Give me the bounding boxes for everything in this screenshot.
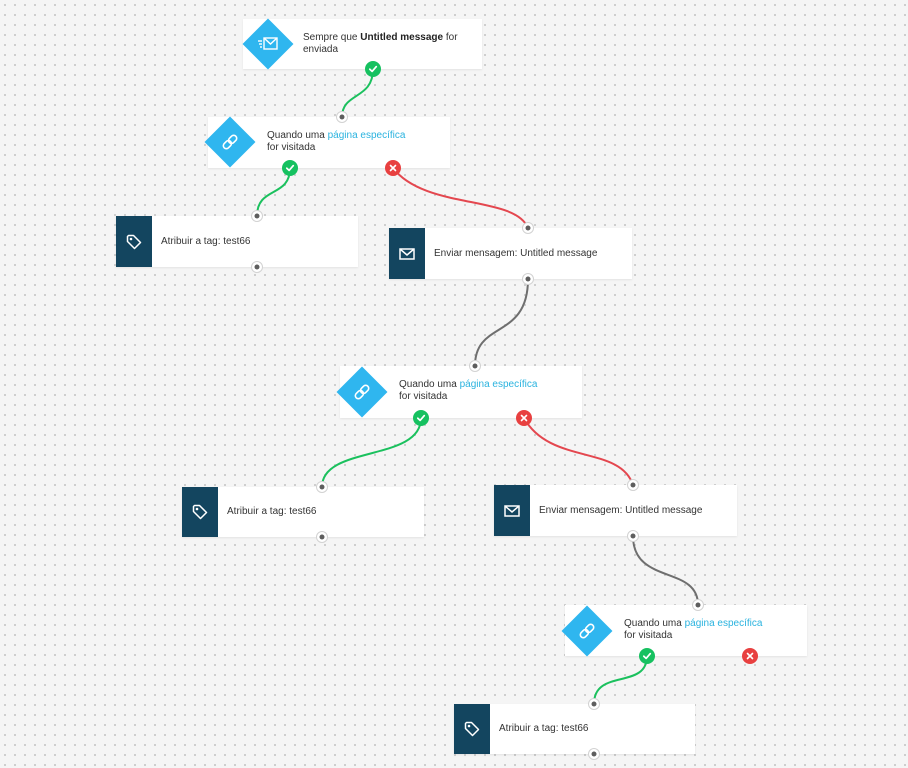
connector-message-1-to-condition-2 [474, 278, 529, 367]
connector-condition-2-no [523, 417, 634, 486]
envelope-icon [399, 247, 415, 260]
action-icon-badge [494, 485, 530, 536]
condition-prefix: Quando uma [399, 379, 457, 390]
action-label: Enviar mensagem: Untitled message [539, 504, 703, 516]
action-icon-badge [454, 704, 490, 754]
connection-port[interactable] [692, 599, 704, 611]
condition-icon-badge [561, 605, 613, 657]
action-node-send-message-1[interactable]: Enviar mensagem: Untitled message [389, 228, 632, 279]
connection-port[interactable] [316, 531, 328, 543]
link-icon [354, 384, 370, 400]
action-label: Enviar mensagem: Untitled message [434, 247, 598, 259]
connection-port[interactable] [522, 222, 534, 234]
condition-node-1[interactable]: Quando uma página específica for visitad… [204, 116, 450, 168]
link-icon [579, 623, 595, 639]
action-icon-badge [389, 228, 425, 279]
action-node-tag-1[interactable]: Atribuir a tag: test66 [116, 216, 358, 267]
connection-port[interactable] [627, 530, 639, 542]
connection-port[interactable] [251, 210, 263, 222]
action-node-tag-2[interactable]: Atribuir a tag: test66 [182, 487, 424, 537]
trigger-icon-badge [242, 18, 294, 70]
action-label: Atribuir a tag: test66 [499, 723, 589, 734]
tag-icon [192, 504, 208, 520]
condition-suffix: for visitada [267, 142, 316, 153]
trigger-prefix: Sempre que [303, 32, 358, 43]
condition-text: Quando uma página específica for visitad… [624, 618, 774, 642]
trigger-suffix: for enviada [303, 32, 458, 55]
close-icon[interactable] [385, 160, 401, 176]
connection-port[interactable] [627, 479, 639, 491]
specific-page-link[interactable]: página específica [327, 130, 406, 141]
condition-prefix: Quando uma [624, 618, 682, 629]
action-node-send-message-2[interactable]: Enviar mensagem: Untitled message [494, 485, 737, 536]
action-icon-badge [182, 487, 218, 537]
connection-port[interactable] [251, 261, 263, 273]
envelope-icon [504, 504, 520, 517]
action-icon-badge [116, 216, 152, 267]
check-icon[interactable] [413, 410, 429, 426]
envelope-send-icon [258, 37, 278, 50]
connector-trigger-to-condition-1 [341, 68, 374, 118]
check-icon[interactable] [639, 648, 655, 664]
trigger-text: Sempre que Untitled message for enviada [303, 32, 473, 56]
action-label: Atribuir a tag: test66 [161, 235, 251, 247]
condition-prefix: Quando uma [267, 130, 325, 141]
tag-icon [126, 234, 142, 249]
condition-icon-badge [204, 116, 256, 168]
connection-port[interactable] [588, 698, 600, 710]
tag-icon [464, 721, 480, 737]
condition-text: Quando uma página específica for visitad… [399, 379, 549, 403]
connection-port[interactable] [588, 748, 600, 760]
link-icon [222, 134, 238, 150]
trigger-node[interactable]: Sempre que Untitled message for enviada [242, 18, 482, 70]
connector-condition-3-yes [593, 655, 648, 705]
condition-node-2[interactable]: Quando uma página específica for visitad… [336, 366, 582, 418]
connection-port[interactable] [522, 273, 534, 285]
condition-node-3[interactable]: Quando uma página específica for visitad… [561, 605, 807, 657]
condition-text: Quando uma página específica for visitad… [267, 130, 417, 154]
specific-page-link[interactable]: página específica [684, 618, 763, 629]
specific-page-link[interactable]: página específica [459, 379, 538, 390]
connector-message-2-to-condition-3 [632, 535, 699, 606]
connection-port[interactable] [336, 111, 348, 123]
close-icon[interactable] [516, 410, 532, 426]
action-label: Atribuir a tag: test66 [227, 506, 317, 517]
connection-port[interactable] [469, 360, 481, 372]
connector-condition-2-yes [321, 417, 422, 488]
connector-condition-1-no [392, 167, 529, 229]
condition-suffix: for visitada [624, 630, 673, 641]
check-icon[interactable] [282, 160, 298, 176]
trigger-message-name: Untitled message [360, 32, 444, 43]
condition-icon-badge [336, 366, 388, 418]
condition-suffix: for visitada [399, 391, 448, 402]
connection-port[interactable] [316, 481, 328, 493]
connector-condition-1-yes [256, 167, 291, 217]
action-node-tag-3[interactable]: Atribuir a tag: test66 [454, 704, 695, 754]
check-icon[interactable] [365, 61, 381, 77]
close-icon[interactable] [742, 648, 758, 664]
